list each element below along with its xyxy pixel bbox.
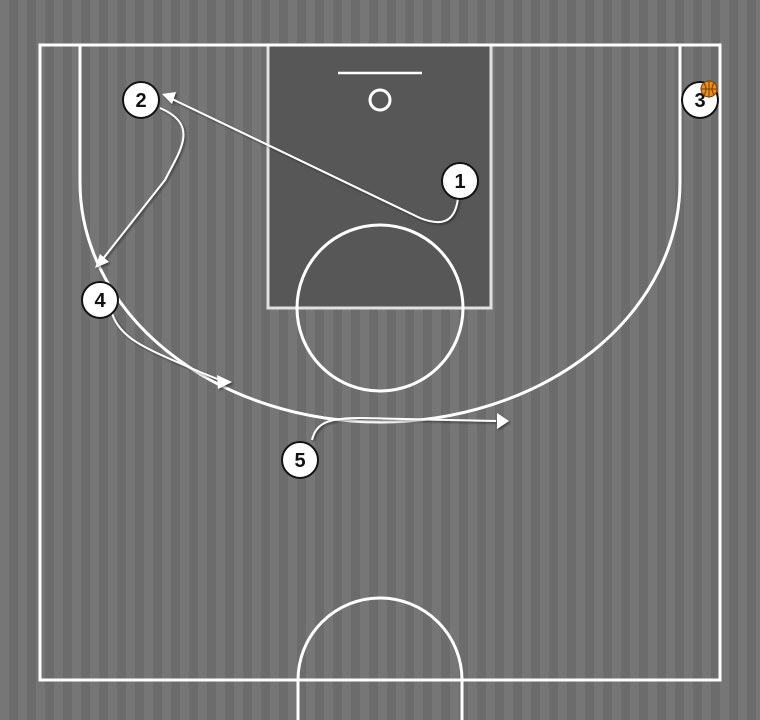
- player-3: 3: [681, 80, 719, 119]
- player-number-label: 5: [294, 450, 305, 472]
- player-4: 4: [81, 281, 119, 319]
- cut-path-player-5: [311, 416, 497, 441]
- player-5: 5: [281, 441, 319, 479]
- arrowhead-icon: [217, 375, 232, 389]
- player-marker: [441, 162, 479, 200]
- court-boundary: [38, 43, 722, 682]
- arrowhead-icon: [497, 413, 509, 429]
- cut-path-player-2: [101, 107, 185, 261]
- cut-path-player-1: [169, 97, 459, 224]
- arrowhead-icon: [162, 92, 176, 104]
- player-number-label: 2: [135, 90, 146, 112]
- cut-path-player-4: [111, 312, 221, 381]
- hoop: [368, 88, 392, 112]
- player-marker: [81, 281, 119, 319]
- basketball-icon: [700, 80, 718, 98]
- player-2: 2: [122, 81, 160, 119]
- player-1: 1: [441, 162, 479, 200]
- player-number-label: 4: [94, 290, 106, 312]
- players-layer: 1 2 3 4 5: [81, 80, 719, 479]
- player-marker: [281, 441, 319, 479]
- free-throw-circle: [295, 223, 465, 393]
- arrowhead-icon: [95, 254, 109, 268]
- player-number-label: 3: [694, 90, 705, 112]
- center-circle: [296, 596, 464, 720]
- player-marker: [122, 81, 160, 119]
- player-number-label: 1: [454, 171, 465, 193]
